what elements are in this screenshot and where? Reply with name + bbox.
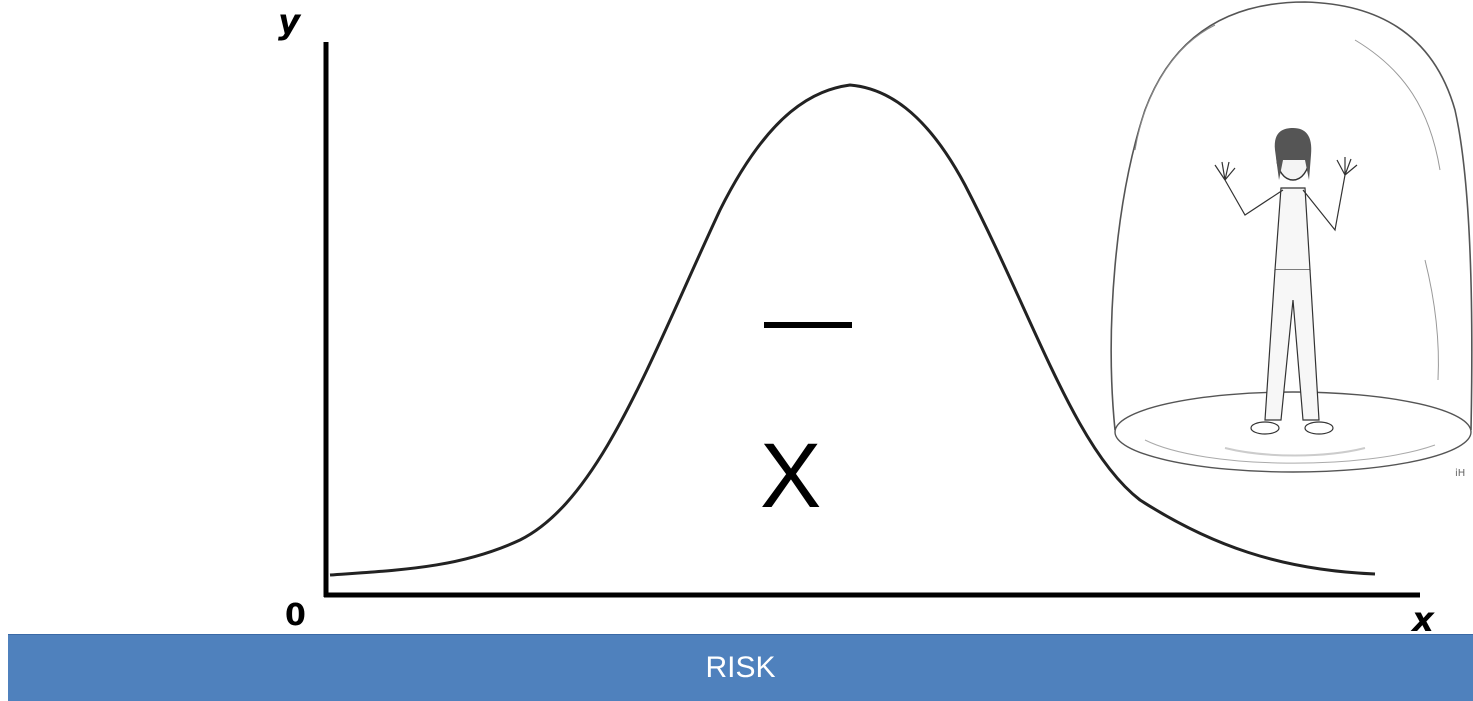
person-in-bell-jar-icon: iH [1110, 1, 1473, 479]
banner-label: RISK [705, 651, 776, 684]
bell-curve [329, 83, 1376, 577]
y-axis-label: y [278, 2, 301, 42]
overline-bar [764, 322, 852, 328]
x-axis-label: x [1412, 600, 1434, 640]
mean-symbol: X [760, 425, 822, 527]
signature: iH [1455, 468, 1465, 479]
risk-banner: RISK [8, 634, 1473, 701]
origin-label: 0 [285, 598, 306, 633]
